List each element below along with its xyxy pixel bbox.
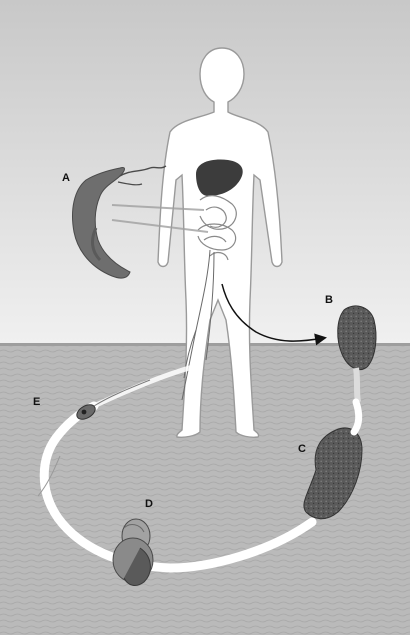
label-d: D [145,498,153,510]
label-c: C [298,443,306,455]
label-b: B [325,294,333,306]
label-a: A [62,172,70,184]
label-e: E [33,396,40,408]
